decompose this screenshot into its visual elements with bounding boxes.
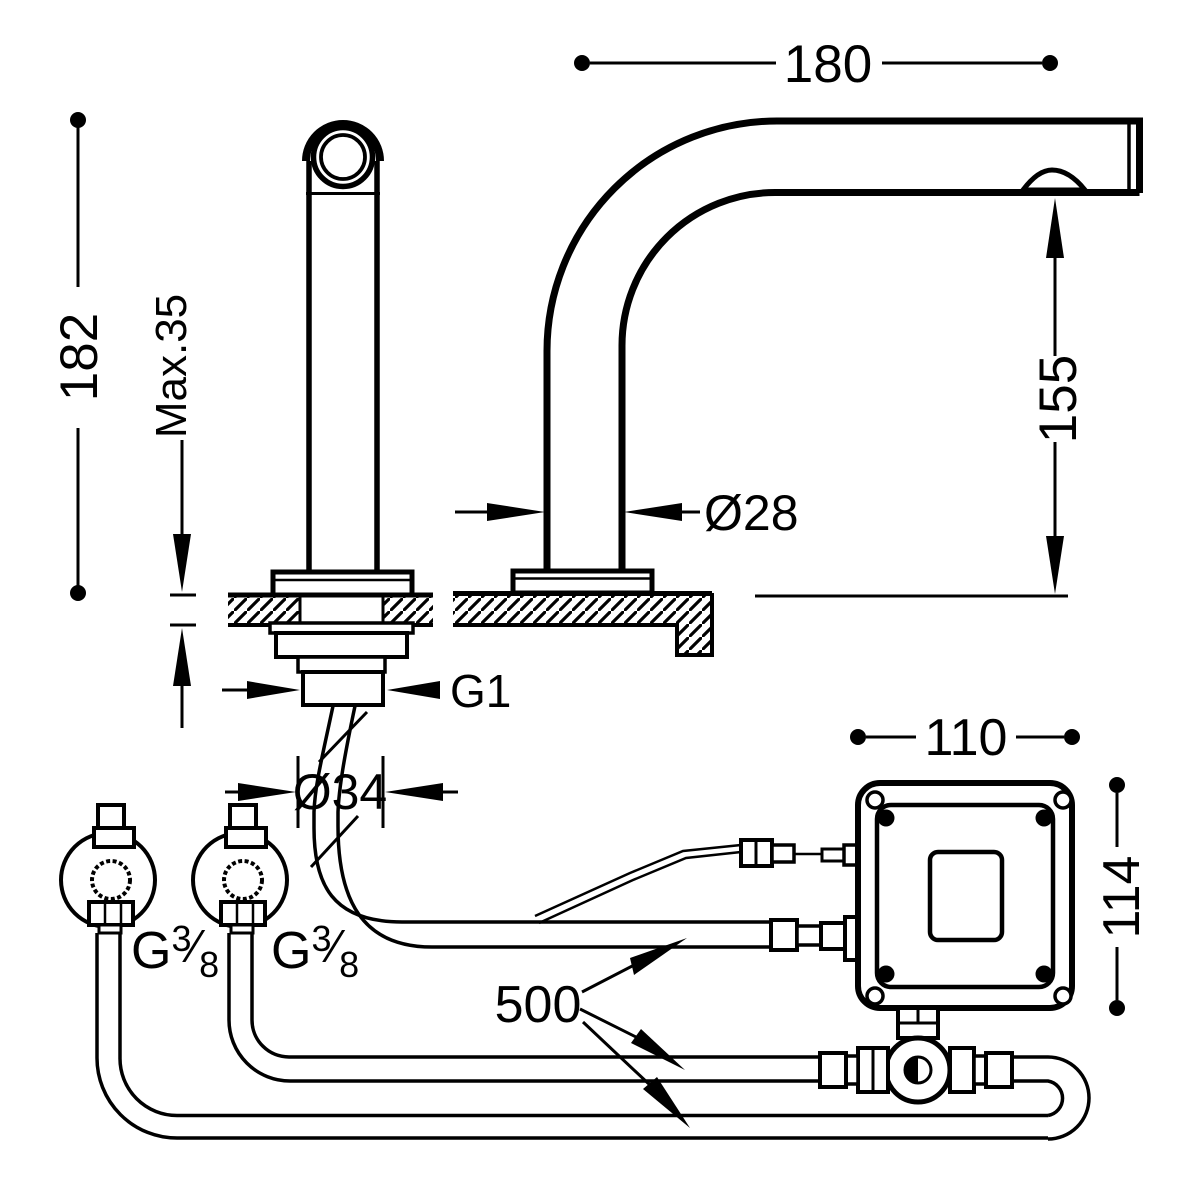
dim-max35-value: Max.35: [147, 294, 196, 438]
arrow-up-right-icon: [630, 938, 687, 975]
spout-body: [510, 117, 1143, 596]
dimension-o34: Ø34: [225, 756, 458, 828]
dimension-155: 155: [755, 198, 1088, 598]
arrow-down-right-icon: [643, 1077, 690, 1128]
valve-knob: [222, 859, 264, 901]
lid-screw: [1035, 965, 1053, 983]
valve-knob: [90, 859, 132, 901]
sensor-tap-body: [270, 120, 415, 598]
dimension-182: 182: [50, 112, 109, 601]
dim-182-value: 182: [50, 313, 109, 401]
arrow-right-icon: [238, 783, 296, 801]
dim-o28-value: Ø28: [704, 485, 799, 541]
countertop-right-section: [453, 591, 714, 657]
arrow-right-icon: [487, 503, 545, 521]
spout-outer-profile: [543, 117, 1143, 573]
hose-box-fittings: [769, 915, 860, 962]
arrow-left-icon: [624, 503, 682, 521]
control-box-window: [927, 849, 1005, 943]
tap-base-flange: [270, 569, 415, 598]
arrow-down-right-icon: [631, 1029, 685, 1070]
dim-155-value: 155: [1029, 355, 1088, 443]
lid-screw: [1035, 809, 1053, 827]
dimension-o28: Ø28: [455, 485, 799, 541]
dimension-110: 110: [850, 709, 1080, 767]
screw-hole: [865, 986, 885, 1006]
dimension-max35: Max.35: [147, 294, 196, 728]
hoses: [95, 705, 1091, 1141]
arrow-left-icon: [385, 783, 443, 801]
sensor-window-inner-ring: [319, 133, 367, 181]
dim-500-value: 500: [495, 976, 582, 1034]
control-box: [855, 780, 1075, 1011]
solenoid-valve: [818, 1006, 1014, 1105]
valve1-hose: [95, 933, 1048, 1140]
arrow-down-icon: [1046, 536, 1064, 594]
lid-screw: [877, 809, 895, 827]
g1-threaded-shank: [301, 670, 385, 707]
tap-undercounter-fixing: [268, 621, 415, 707]
countertop-left-section: [228, 592, 433, 627]
spout-base-flange: [510, 568, 655, 596]
arrow-up-icon: [173, 628, 191, 686]
dim-o34-value: Ø34: [293, 764, 388, 820]
arrow-down-icon: [173, 534, 191, 592]
arrow-right-icon: [247, 681, 300, 699]
spout-inner-profile: [618, 189, 1140, 573]
arrow-up-icon: [1046, 198, 1064, 258]
screw-hole: [1053, 790, 1073, 810]
arrow-left-icon: [387, 681, 440, 699]
dim-110-value: 110: [925, 709, 1008, 767]
valve2-thread-label: G3⁄8: [271, 918, 359, 985]
sensor-cable: [534, 838, 860, 925]
angle-valve-1: [59, 803, 157, 935]
dim-180-value: 180: [784, 35, 872, 94]
screw-hole: [1053, 986, 1073, 1006]
dim-114-value: 114: [1093, 856, 1151, 939]
dimension-g1: G1: [222, 665, 511, 717]
dimension-500: 500: [495, 938, 690, 1128]
dim-g1-value: G1: [450, 665, 511, 717]
lock-nut: [274, 631, 409, 659]
valve1-thread-label: G3⁄8: [131, 918, 219, 985]
valve-thread-labels: G3⁄8 G3⁄8: [131, 918, 359, 985]
lid-screw: [877, 965, 895, 983]
angle-valve-2: [191, 803, 289, 935]
aerator-outlet: [1017, 167, 1091, 193]
dimension-114: 114: [1093, 777, 1151, 1016]
screw-hole: [865, 790, 885, 810]
u-turn-hose: [1012, 1055, 1091, 1141]
valve2-hose: [227, 933, 820, 1083]
dimension-180: 180: [574, 35, 1058, 94]
